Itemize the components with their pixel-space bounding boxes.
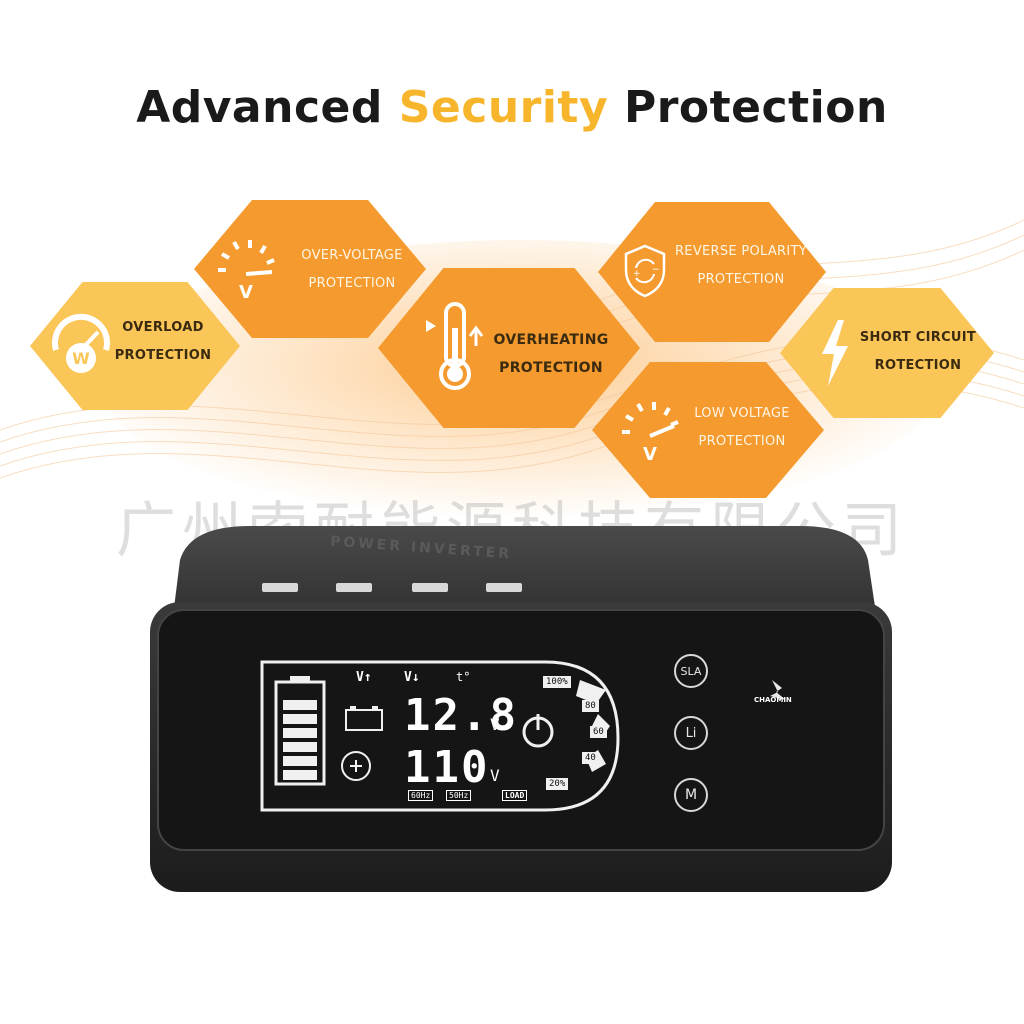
- title-part1: Advanced: [136, 82, 383, 133]
- hex-short-circuit: [780, 288, 994, 418]
- freq-50-label: 50Hz: [446, 790, 472, 801]
- load-level-20: 20%: [546, 778, 569, 790]
- temperature-indicator: t°: [456, 670, 471, 684]
- label-overload-line1: OVERLOAD: [122, 320, 204, 335]
- load-level-100: 100%: [543, 676, 571, 688]
- svg-text:−: −: [652, 265, 660, 275]
- label-low-voltage-line2: PROTECTION: [698, 434, 786, 449]
- label-low-voltage-line1: LOW VOLTAGE: [694, 406, 790, 421]
- hex-low-voltage: [592, 362, 824, 498]
- label-reverse-polarity-line2: PROTECTION: [697, 272, 785, 287]
- lightning-icon: [822, 320, 848, 386]
- label-low-voltage: LOW VOLTAGE PROTECTION: [680, 400, 804, 456]
- shield-icon: + −: [624, 244, 666, 298]
- page-title: Advanced Security Protection: [0, 82, 1024, 133]
- title-part2: Protection: [623, 82, 888, 133]
- label-overload-line2: PROTECTION: [114, 348, 212, 363]
- label-overload: OVERLOAD PROTECTION: [108, 314, 218, 370]
- label-overheating: OVERHEATING PROTECTION: [486, 326, 616, 382]
- label-overheating-line1: OVERHEATING: [493, 332, 609, 348]
- gauge-v-icon: V: [622, 402, 679, 464]
- label-overheating-line2: PROTECTION: [499, 360, 603, 376]
- sla-button[interactable]: SLA: [674, 654, 708, 688]
- label-over-voltage: OVER-VOLTAGE PROTECTION: [278, 242, 426, 298]
- brand-label: CHAOMIN: [754, 696, 792, 704]
- output-voltage-unit: V: [490, 766, 500, 785]
- power-inverter-device: [150, 526, 892, 892]
- gauge-w-icon: W: [52, 313, 110, 373]
- load-label: LOAD: [502, 790, 528, 801]
- thermometer-icon: [426, 302, 484, 390]
- load-level-60: 60: [590, 726, 607, 738]
- hex-overload: [30, 282, 240, 410]
- freq-60-label: 60Hz: [408, 790, 434, 801]
- svg-text:V: V: [239, 282, 253, 302]
- input-voltage-readout: 12.8: [404, 690, 518, 741]
- svg-text:+: +: [633, 269, 641, 279]
- voltage-up-indicator: V↑: [356, 670, 372, 685]
- title-accent: Security: [398, 82, 609, 133]
- label-reverse-polarity-line1: REVERSE POLARITY: [674, 244, 808, 259]
- label-over-voltage-line1: OVER-VOLTAGE: [301, 248, 403, 263]
- li-button[interactable]: Li: [674, 716, 708, 750]
- label-short-circuit-line1: SHORT CIRCUIT: [859, 330, 977, 345]
- label-short-circuit-line2: ROTECTION: [874, 358, 962, 373]
- svg-text:V: V: [643, 444, 657, 464]
- input-voltage-unit: V: [490, 715, 500, 734]
- voltage-down-indicator: V↓: [404, 670, 420, 685]
- output-voltage-readout: 110: [404, 742, 490, 793]
- label-short-circuit: SHORT CIRCUIT ROTECTION: [856, 324, 980, 380]
- label-reverse-polarity: REVERSE POLARITY PROTECTION: [674, 238, 808, 294]
- svg-text:W: W: [72, 349, 90, 368]
- gauge-v-icon: V: [218, 240, 275, 302]
- load-level-40: 40: [582, 752, 599, 764]
- label-over-voltage-line2: PROTECTION: [308, 276, 396, 291]
- load-level-80: 80: [582, 700, 599, 712]
- mode-button[interactable]: M: [674, 778, 708, 812]
